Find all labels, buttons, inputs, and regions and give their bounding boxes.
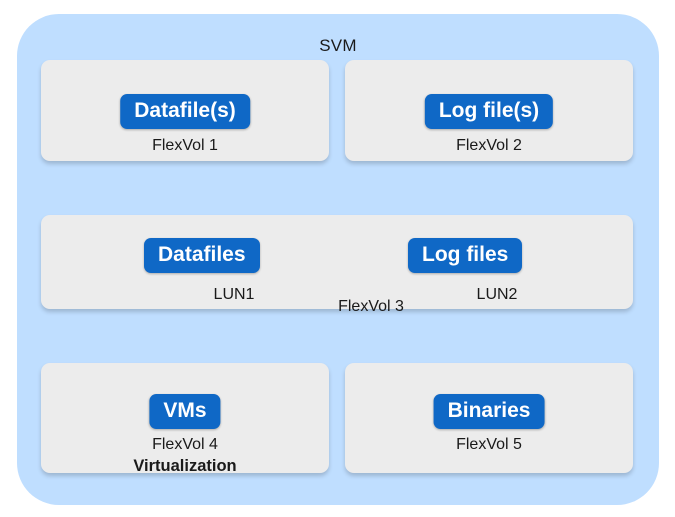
flexvol1-label: FlexVol 1 [152, 137, 218, 154]
flexvol4-label: FlexVol 4 [152, 436, 218, 453]
svm-container: SVM Datafile(s) FlexVol 1 Log file(s) Fl… [17, 14, 659, 505]
log-files-badge[interactable]: Log file(s) [424, 94, 554, 130]
datafiles-badge[interactable]: Datafile(s) [120, 94, 250, 130]
svm-title: SVM [319, 36, 357, 55]
lun1-datafiles-badge[interactable]: Datafiles [144, 238, 260, 274]
flexvol4-card: VMs FlexVol 4 Virtualization [41, 363, 329, 475]
lun2-log-files-badge[interactable]: Log files [408, 238, 523, 274]
flexvol2-label: FlexVol 2 [456, 137, 522, 154]
lun1-label: LUN1 [213, 286, 255, 303]
binaries-badge[interactable]: Binaries [433, 394, 545, 430]
flexvol5-card: Binaries FlexVol 5 [345, 363, 633, 473]
flexvol5-label: FlexVol 5 [456, 436, 522, 453]
vms-badge[interactable]: VMs [149, 394, 221, 430]
lun2-label: LUN2 [476, 286, 518, 303]
flexvol3-card: Datafiles LUN1 Log files LUN2 FlexVol 3 [41, 215, 633, 315]
flexvol3-label: FlexVol 3 [338, 298, 404, 315]
virtualization-label: Virtualization [133, 457, 237, 475]
flexvol2-card: Log file(s) FlexVol 2 [345, 60, 633, 161]
flexvol1-card: Datafile(s) FlexVol 1 [41, 60, 329, 161]
